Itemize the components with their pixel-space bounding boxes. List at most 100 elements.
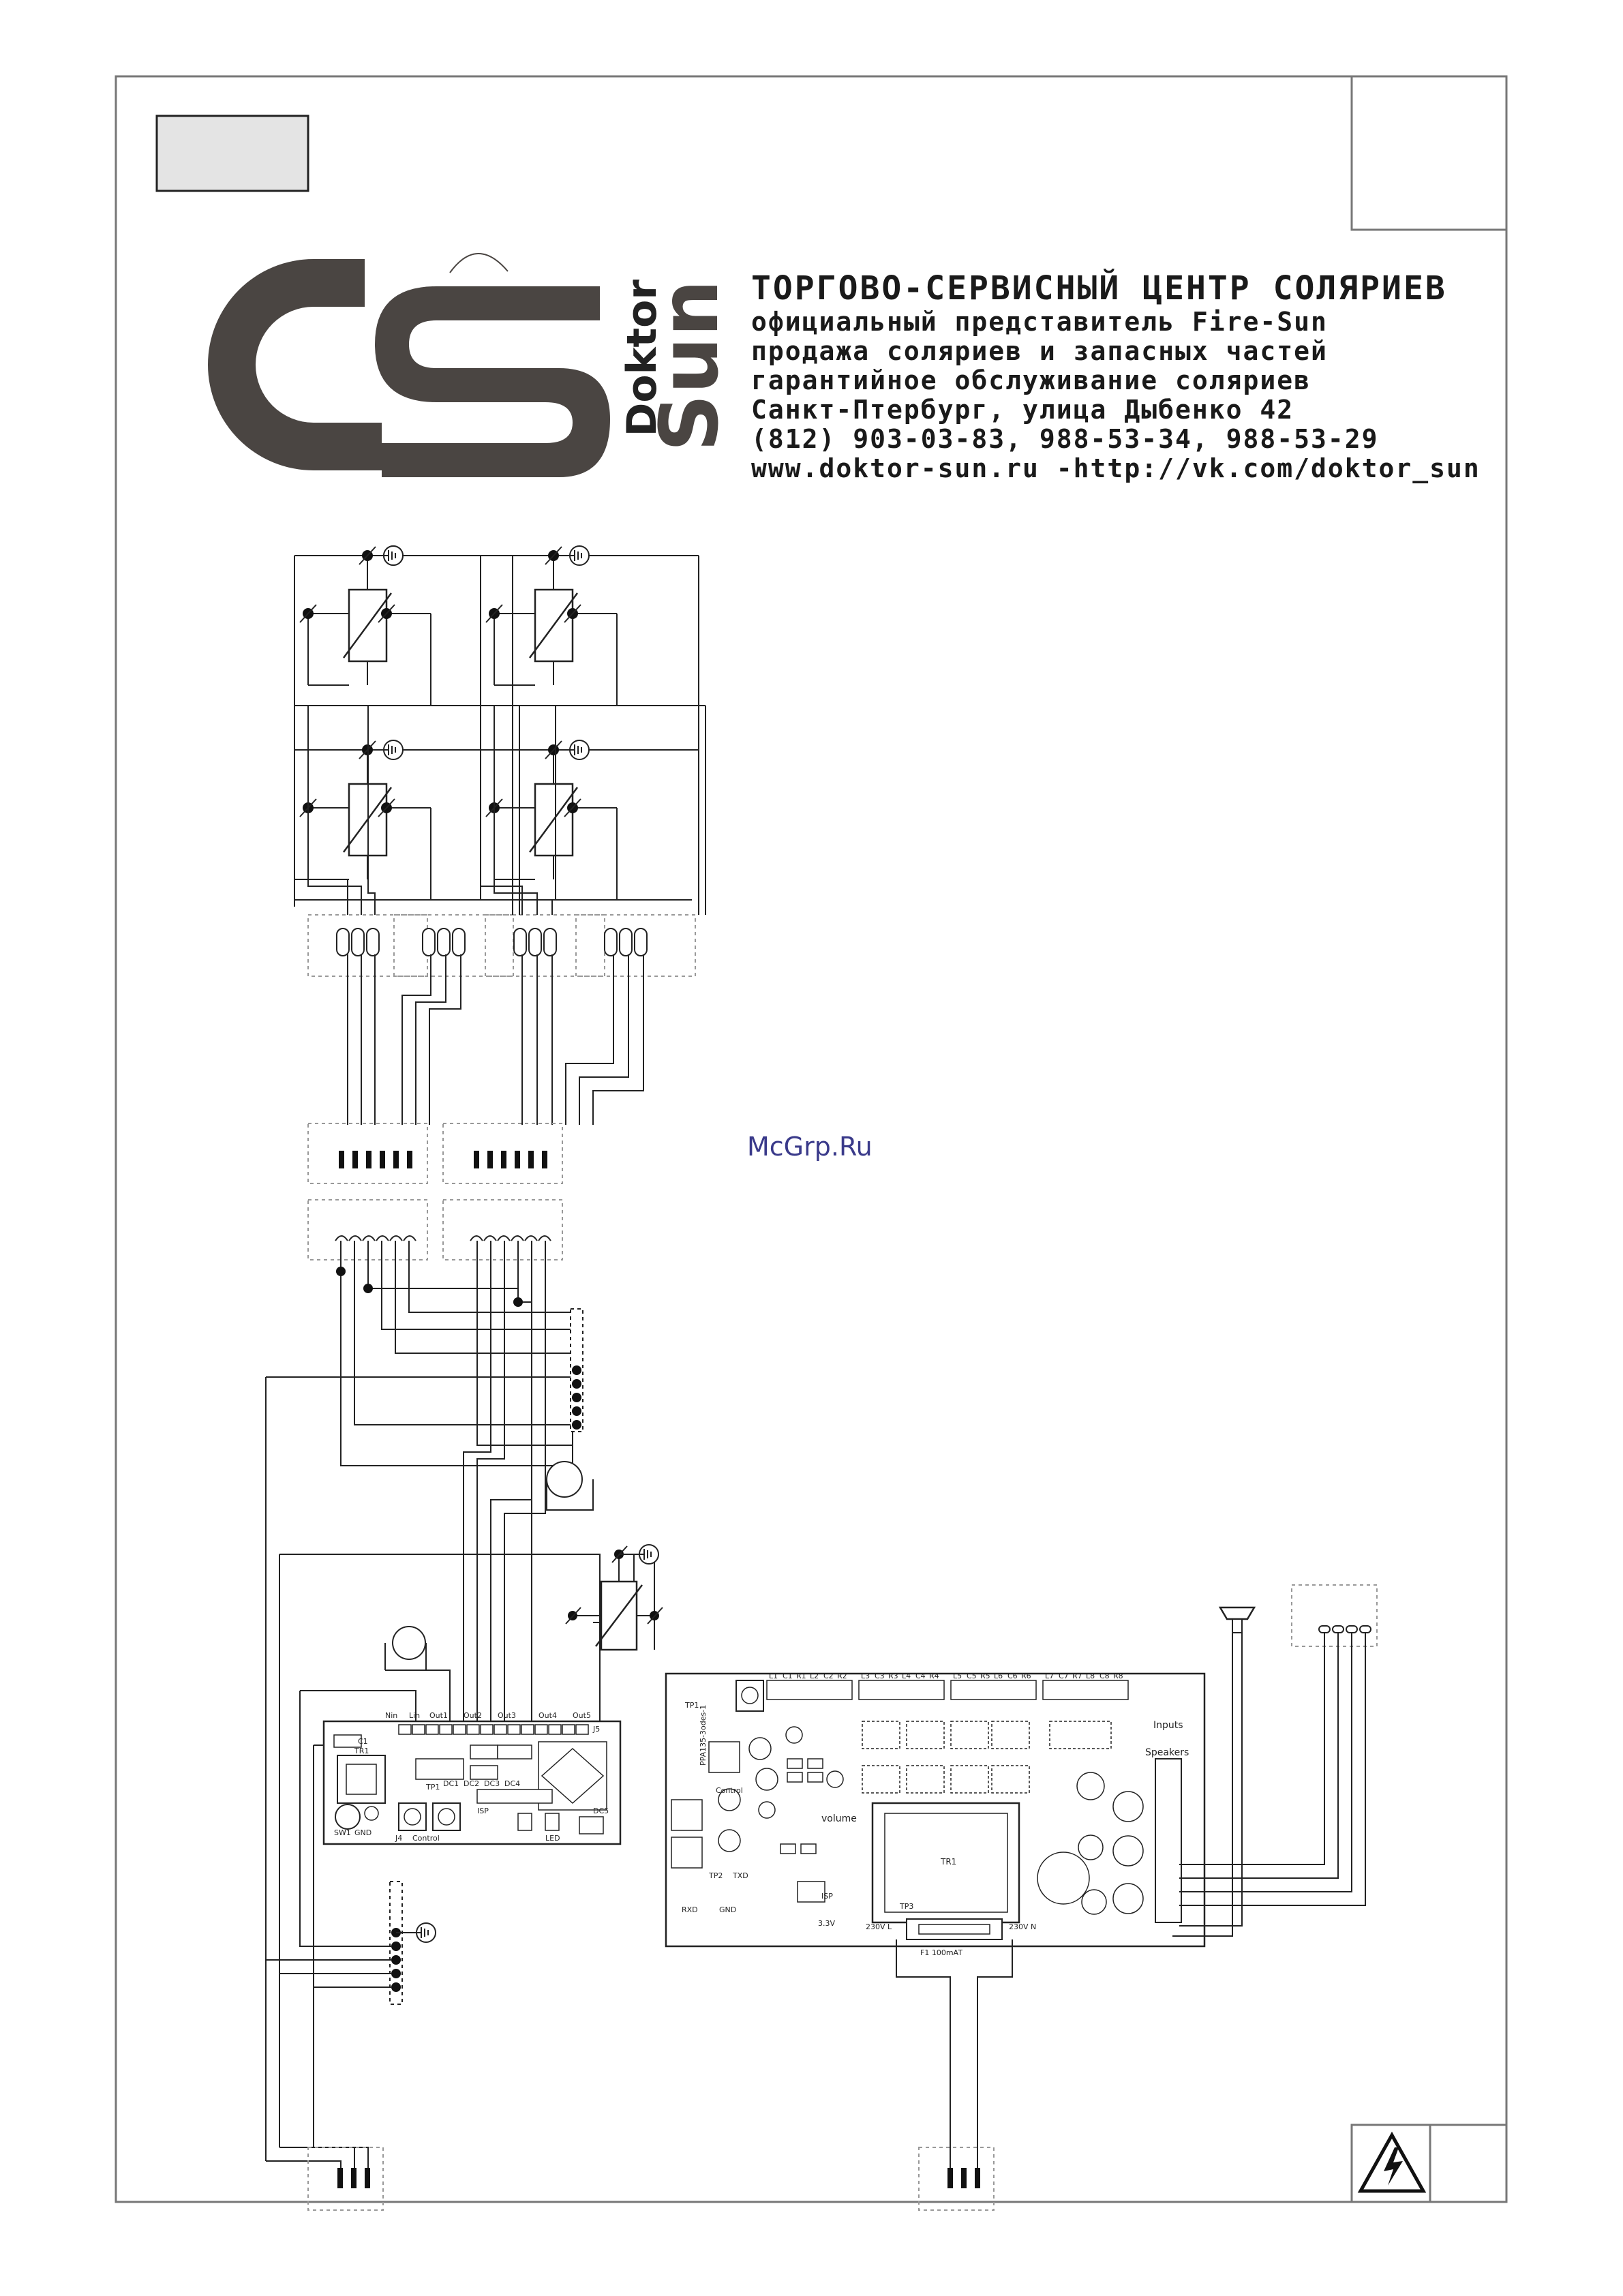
board-model-label: PPA135-3odes-1 <box>699 1705 708 1766</box>
label-sw1: SW1 <box>334 1828 351 1837</box>
top-pin-label: L6 <box>994 1672 1003 1680</box>
top-pin-label: R7 <box>1072 1672 1082 1680</box>
connector-socket-right <box>442 1199 563 1260</box>
volume-label: volume <box>821 1813 857 1824</box>
supply-label: 3.3V <box>818 1919 835 1928</box>
top-pin-label: C8 <box>1099 1672 1110 1680</box>
logo-letter-s <box>375 286 610 477</box>
term-out2: Out2 <box>464 1711 482 1720</box>
logo-letter-c <box>208 259 382 470</box>
label-dc5: DC5 <box>593 1807 609 1815</box>
harness-wires <box>294 706 706 1125</box>
top-pin-label: C6 <box>1007 1672 1018 1680</box>
company-line-2: продажа соляриев и запасных частей <box>751 336 1328 366</box>
isp-label: ISP <box>821 1892 833 1901</box>
term-nin: Nin <box>385 1711 397 1720</box>
connector-plug-right <box>442 1123 563 1184</box>
top-pin-label: L3 <box>861 1672 870 1680</box>
ground-icon <box>383 545 404 566</box>
mains-plug-left <box>307 2147 384 2211</box>
inputs-label: Inputs <box>1153 1720 1183 1731</box>
label-led: LED <box>545 1834 560 1843</box>
top-pin-label: R4 <box>929 1672 939 1680</box>
ballast-module-2 <box>481 546 706 849</box>
mains-right-label: 230V N <box>1009 1922 1036 1931</box>
term-out1: Out1 <box>429 1711 448 1720</box>
rxd-label: RXD <box>682 1905 698 1914</box>
ballast-module-5 <box>565 1544 663 1651</box>
company-title: ТОРГОВО-СЕРВИСНЫЙ ЦЕНТР СОЛЯРИЕВ <box>751 269 1447 307</box>
term-out4: Out4 <box>539 1711 557 1720</box>
top-pin-label: C3 <box>875 1672 885 1680</box>
connector-plug-left <box>307 1123 428 1184</box>
logo-brand-top: Doktor <box>618 280 666 437</box>
top-pin-label: R5 <box>980 1672 990 1680</box>
lamp-holder-1 <box>307 914 428 977</box>
fan-motor-2 <box>384 1626 450 1671</box>
label-dc3: DC3 <box>484 1779 500 1788</box>
top-pin-label: C4 <box>915 1672 926 1680</box>
label-dc2: DC2 <box>464 1779 479 1788</box>
fan-motor <box>546 1461 594 1511</box>
lamp-holder-4 <box>575 914 696 977</box>
top-pin-label: C5 <box>967 1672 977 1680</box>
lamp-holder-2 <box>393 914 514 977</box>
top-pin-label: R1 <box>796 1672 806 1680</box>
company-line-6[interactable]: www.doktor-sun.ru -http://vk.com/doktor_… <box>751 453 1481 483</box>
tp1-label: TP1 <box>684 1701 699 1710</box>
company-line-4: Санкт-Птербург, улица Дыбенко 42 <box>751 395 1294 425</box>
control-label: Control <box>716 1786 743 1795</box>
company-line-5: (812) 903-03-83, 988-53-34, 988-53-29 <box>751 424 1379 454</box>
label-dc1: DC1 <box>443 1779 459 1788</box>
logo-brand-bottom: Sun <box>642 280 736 452</box>
speakers-label: Speakers <box>1145 1747 1189 1758</box>
tp2-label: TP2 <box>708 1871 723 1880</box>
top-pin-label: C7 <box>1059 1672 1069 1680</box>
terminal-strip-top <box>570 1308 583 1432</box>
term-lin: Lin <box>409 1711 420 1720</box>
company-line-1: официальный представитель Fire-Sun <box>751 307 1328 337</box>
speaker-icon <box>1172 1606 1256 1937</box>
doktor-sun-logo <box>208 253 610 477</box>
top-pin-label: L5 <box>953 1672 962 1680</box>
watermark-link[interactable]: McGrp.Ru <box>747 1132 873 1162</box>
top-pin-label: R8 <box>1113 1672 1123 1680</box>
amplifier-board-right <box>665 1672 1206 1948</box>
top-pin-label: R3 <box>888 1672 898 1680</box>
top-pin-label: C1 <box>783 1672 793 1680</box>
label-j4: J4 <box>395 1834 402 1843</box>
label-isp: ISP <box>477 1807 489 1815</box>
top-pin-label: R6 <box>1021 1672 1031 1680</box>
ground-icon <box>639 1544 659 1565</box>
label-j5: J5 <box>592 1725 600 1734</box>
label-tp1: TP1 <box>425 1783 440 1792</box>
top-pin-label: L8 <box>1086 1672 1095 1680</box>
top-pin-label: L2 <box>810 1672 819 1680</box>
label-dc4: DC4 <box>504 1779 520 1788</box>
mains-plug-right <box>896 1939 1013 2211</box>
top-pin-label: R2 <box>837 1672 847 1680</box>
top-pin-label: L4 <box>902 1672 911 1680</box>
term-out5: Out5 <box>573 1711 591 1720</box>
tp3-label: TP3 <box>899 1902 913 1911</box>
top-pin-label: C2 <box>823 1672 834 1680</box>
top-pin-label: L1 <box>769 1672 778 1680</box>
lamp-holder-3 <box>485 914 605 977</box>
page-number-box <box>1350 75 1508 231</box>
mains-left-label: 230V L <box>866 1922 892 1931</box>
label-control: Control <box>412 1834 440 1843</box>
fuse-label: F1 100mAT <box>920 1948 962 1957</box>
label-c1: C1 <box>358 1737 368 1746</box>
control-board-left <box>322 1720 622 1845</box>
transformer-label: TR1 <box>940 1857 956 1867</box>
label-tr1: TR1 <box>354 1747 369 1755</box>
label-gnd: GND <box>354 1828 371 1837</box>
terminal-strip-bottom <box>389 1881 436 2005</box>
term-out3: Out3 <box>498 1711 516 1720</box>
txd-label: TXD <box>732 1871 748 1880</box>
speaker-connector <box>1179 1584 1378 1906</box>
uart-gnd-label: GND <box>719 1905 736 1914</box>
top-pin-label: L7 <box>1045 1672 1054 1680</box>
company-line-3: гарантийное обслуживание соляриев <box>751 365 1311 395</box>
